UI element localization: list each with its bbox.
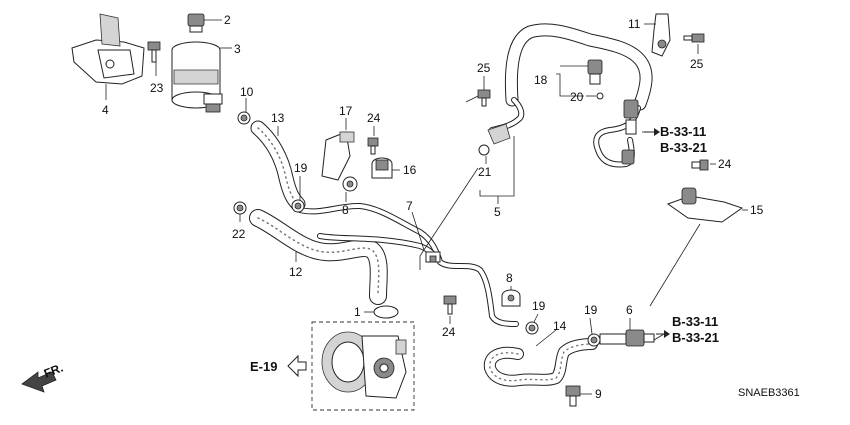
clamp-10: [237, 111, 251, 125]
clamp-8-upper: [342, 176, 358, 192]
engine-ref-arrow: [287, 354, 307, 378]
reference-labels: B-33-11 B-33-21 B-33-11 B-33-21 E-19 FR.…: [42, 124, 800, 399]
bracket-15: [666, 187, 744, 223]
bracket-11: [651, 13, 671, 57]
ref-top-b33-11: B-33-11: [660, 124, 706, 139]
callout-13: 13: [271, 111, 285, 125]
pressure-hose-upper: [504, 23, 653, 111]
cap-2: [187, 13, 205, 33]
callout-5: 5: [494, 205, 501, 219]
bracket-4: [71, 13, 145, 85]
callout-3: 3: [234, 42, 241, 56]
ref-top-b33-21: B-33-21: [660, 140, 707, 155]
bolt-23: [147, 41, 161, 63]
callout-19-mid: 19: [532, 299, 546, 313]
callout-11: 11: [628, 17, 641, 31]
callout-19-lower: 19: [584, 303, 598, 317]
callout-8-upper: 8: [342, 203, 349, 217]
callout-19-upper: 19: [294, 161, 308, 175]
ref-engine-e19: E-19: [250, 359, 277, 374]
front-arrow-icon: [21, 371, 57, 393]
reservoir-outlet: [203, 93, 223, 113]
steel-line-7: [297, 202, 519, 327]
fitting-top-right: [621, 99, 639, 165]
hose-13: [250, 120, 306, 212]
ref-bottom-b33-21: B-33-21: [672, 330, 719, 345]
callout-14: 14: [553, 319, 567, 333]
callout-16: 16: [403, 163, 417, 177]
callout-25-mid: 25: [477, 61, 491, 75]
callout-numbers: 2 3 4 23 10 13 19 22 12 17 24 16 8 7 25 …: [102, 13, 764, 401]
bolt-24-right: [691, 159, 709, 171]
clamp-8-lower: [501, 289, 521, 307]
clamp-19-lower: [587, 333, 601, 347]
fitting-5: [487, 123, 511, 145]
hose-12: [249, 209, 388, 305]
diagram-code: SNAEB3361: [738, 387, 800, 399]
callout-23: 23: [150, 81, 164, 95]
hoses: [249, 23, 653, 387]
oring-21: [478, 144, 490, 156]
bolt-25-mid: [477, 89, 491, 107]
callout-7: 7: [406, 199, 413, 213]
callout-17: 17: [339, 104, 353, 118]
clip-7: [425, 251, 441, 263]
bracket-17: [321, 131, 355, 181]
callout-9: 9: [595, 387, 602, 401]
ref-bottom-b33-11: B-33-11: [672, 314, 718, 329]
bolt-24-lower: [443, 295, 457, 315]
clamp-16: [371, 157, 393, 179]
pipe-6: [599, 329, 655, 347]
callout-4: 4: [102, 103, 109, 117]
callout-20: 20: [570, 90, 584, 104]
bolt-24-upper: [367, 137, 379, 155]
leader-lines: [105, 19, 748, 395]
bolt-25-right: [683, 33, 705, 43]
clamp-22: [233, 201, 247, 215]
pump-assembly: [311, 321, 415, 411]
callout-21: 21: [478, 165, 492, 179]
callout-25-right: 25: [690, 57, 704, 71]
front-label: FR.: [42, 361, 65, 381]
callout-18: 18: [534, 73, 548, 87]
callout-6: 6: [626, 303, 633, 317]
hose-14: [483, 338, 598, 387]
callout-10: 10: [240, 85, 254, 99]
reference-arrows: [644, 128, 670, 338]
callout-15: 15: [750, 203, 764, 217]
callout-24-upper: 24: [367, 111, 381, 125]
oring-1: [373, 305, 399, 319]
callout-2: 2: [224, 13, 231, 27]
bolt-9: [565, 385, 581, 407]
callout-12: 12: [289, 265, 303, 279]
callout-1: 1: [354, 305, 361, 319]
callout-24-right: 24: [718, 157, 732, 171]
clamp-19-mid: [525, 321, 539, 335]
callout-24-lower: 24: [442, 325, 456, 339]
callout-22: 22: [232, 227, 246, 241]
clamp-19-upper: [291, 199, 305, 213]
switch-18: [587, 59, 604, 100]
callout-8-lower: 8: [506, 271, 513, 285]
